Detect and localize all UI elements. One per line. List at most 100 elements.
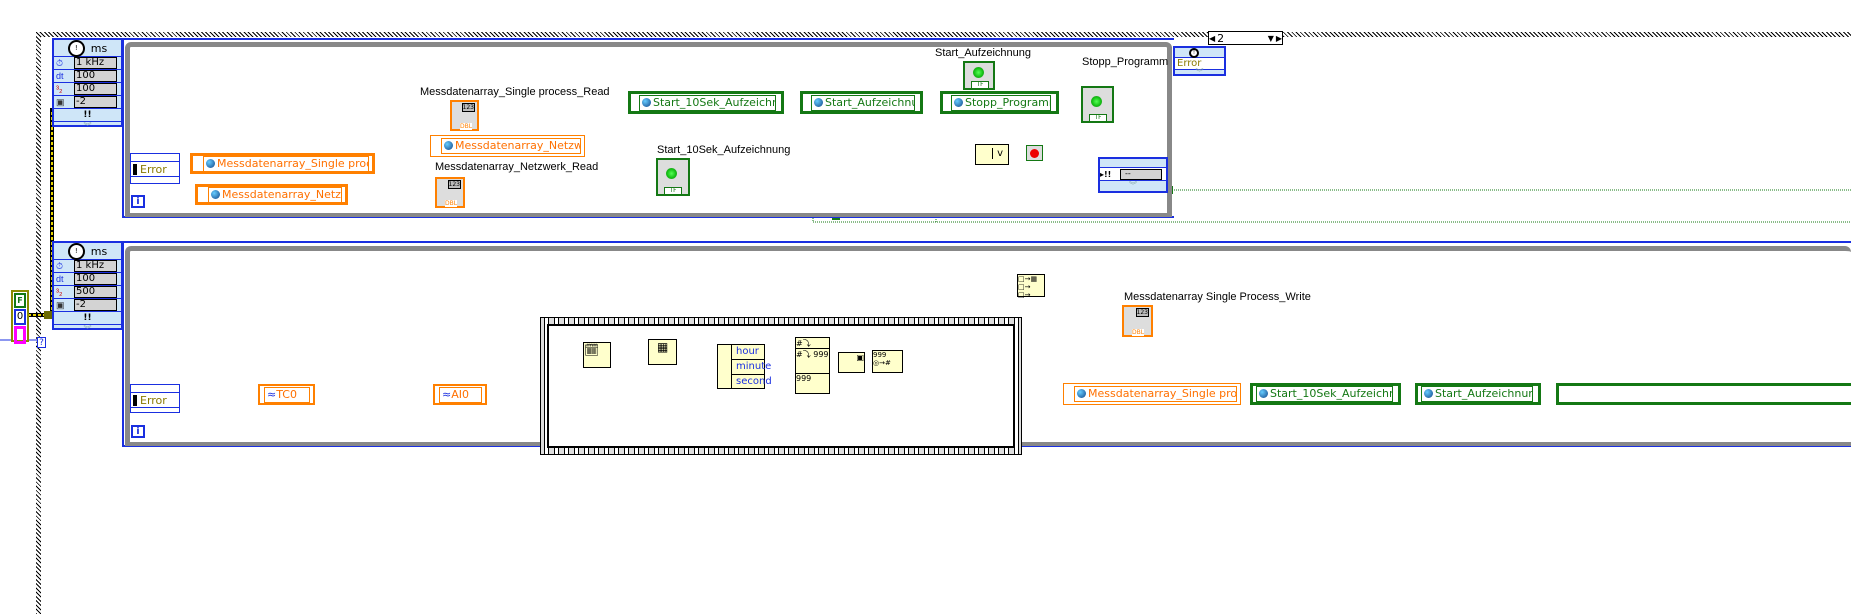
processor-icon: ▣ [56, 299, 65, 310]
timing-source-field[interactable]: 1 kHz [74, 260, 117, 272]
type-label: TF [971, 81, 989, 88]
processor-field[interactable]: -2 [74, 96, 117, 108]
processor-field[interactable]: -2 [74, 299, 117, 311]
unbundle-hour: hour [732, 345, 764, 360]
flat-sequence-inner [547, 324, 1015, 448]
processor-icon: ▣ [56, 96, 65, 107]
calendar-icon: ▦ [657, 340, 669, 354]
tunnel [44, 311, 52, 319]
waveform-icon: ≈ [267, 387, 277, 401]
clock-calendar-icon: 🗓 [584, 343, 600, 357]
get-date-time-node[interactable]: 🗓 [583, 342, 611, 368]
shared-variable-stopp-programm[interactable]: Stopp_Programm [940, 91, 1059, 114]
shared-variable-single-process-write[interactable]: Messdatenarray_Single process [1063, 383, 1241, 405]
shared-variable-cutoff[interactable] [1556, 383, 1851, 405]
scan-value-node[interactable]: 999◎→# [872, 350, 903, 373]
unbundle-second: second [736, 376, 772, 387]
status-field: -- [1120, 168, 1162, 180]
led-start-10sek[interactable]: TF [656, 158, 690, 196]
stop-condition-terminal[interactable] [1026, 145, 1043, 161]
expand-chevron-icon[interactable]: ︾ [1129, 181, 1137, 190]
shared-variable-icon [444, 141, 453, 150]
node-label: Stopp_Programm [965, 95, 1051, 109]
node-label: Messdatenarray_Netzwerk [455, 139, 580, 152]
build-array-node[interactable]: □→▦□→□→ [1017, 274, 1045, 299]
clock-icon: ! [67, 39, 85, 57]
numeric-constant[interactable]: 0 [14, 309, 26, 325]
node-label: Start_10Sek_Aufzeichnung [1270, 387, 1392, 400]
seconds-to-date-node[interactable]: ▦ [648, 339, 677, 365]
shared-variable-icon [1424, 389, 1433, 398]
compound-or-node[interactable]: v [975, 144, 1009, 165]
type-label: DBL [1132, 329, 1145, 336]
expand-chevron-icon[interactable]: ︾ [83, 325, 92, 334]
unknown-tunnel: ? [37, 337, 46, 348]
period-field[interactable]: 100 [74, 273, 117, 285]
concatenate-strings-node[interactable]: ▣ [838, 352, 865, 373]
shared-variable-netzwerk-write[interactable]: Messdatenarray_Netzwerk [430, 135, 585, 157]
indicator-label: Stopp_Programm [1082, 56, 1169, 68]
led-icon [1091, 96, 1102, 107]
shared-variable-start-aufzeichnung-write[interactable]: Start_Aufzeichnung [1415, 383, 1541, 405]
shared-variable-start-10sek[interactable]: Start_10Sek_Aufzeichnung [628, 91, 784, 114]
led-stopp-programm[interactable]: TF [1081, 86, 1114, 123]
unbundle-by-name-node[interactable]: hour minute second [717, 344, 772, 389]
channel-label: AI0 [451, 387, 469, 401]
daq-read-tc0[interactable]: ≈TC0 [258, 384, 315, 405]
indicator-label: Messdatenarray_Single process_Read [420, 86, 610, 98]
top-loop-right-node[interactable]: ! Error ︾ [1173, 46, 1226, 77]
type-label: DBL [445, 200, 458, 207]
priority-icon: ³₂ [56, 84, 63, 94]
node-label: Messdatenarray_Netzwerk [222, 187, 341, 201]
dt-label: dt [56, 71, 64, 81]
shared-variable-start-aufzeichnung[interactable]: Start_Aufzeichnung [800, 91, 923, 114]
or-symbol: v [992, 148, 1003, 159]
dropdown-arrow-icon[interactable]: ▼ [1267, 33, 1274, 43]
led-start-aufzeichnung[interactable]: TF [963, 61, 995, 90]
unit-label: ms [90, 41, 108, 55]
priority-field[interactable]: 100 [74, 83, 117, 95]
daq-read-ai0[interactable]: ≈AI0 [433, 384, 487, 405]
expand-chevron-icon[interactable]: ︾ [1195, 68, 1204, 77]
error-out: Error [1175, 57, 1224, 70]
shared-variable-icon [1259, 389, 1268, 398]
period-field[interactable]: 100 [74, 70, 117, 82]
array-badge: 123 [447, 180, 461, 189]
timer-source-icon: ⏱ [56, 260, 64, 271]
shared-variable-netzwerk-read[interactable]: Messdatenarray_Netzwerk [195, 184, 348, 205]
sequence-frame-selector[interactable]: ◀ 2 ▼ ▶ [1208, 31, 1283, 45]
clock-icon: ! [67, 242, 85, 260]
stop-icon [1030, 149, 1039, 158]
error-row: !! [54, 312, 121, 325]
error-input-node[interactable]: Error [130, 153, 180, 184]
timing-source-field[interactable]: 1 kHz [74, 57, 117, 69]
node-label: Start_10Sek_Aufzeichnung [653, 95, 775, 109]
shared-variable-icon [206, 158, 215, 168]
array-badge: 123 [461, 103, 475, 112]
expand-chevron-icon[interactable]: ︾ [83, 122, 92, 131]
iteration-terminal: i [131, 425, 145, 438]
decrement-arrow-icon[interactable]: ◀ [1209, 33, 1216, 43]
indicator-label: Start_10Sek_Aufzeichnung [657, 144, 791, 156]
shared-variable-icon [211, 189, 220, 199]
priority-field[interactable]: 500 [74, 286, 117, 298]
error-input-node[interactable]: Error [130, 384, 180, 413]
right-data-node[interactable]: ▸!!-- ︾ [1098, 157, 1168, 193]
string-constant[interactable] [14, 326, 26, 344]
increment-arrow-icon[interactable]: ▶ [1275, 33, 1282, 43]
shared-variable-single-process-read[interactable]: Messdatenarray_Single process [190, 153, 375, 174]
priority-icon: ³₂ [56, 287, 63, 297]
dt-label: dt [56, 274, 64, 284]
bool-constant[interactable]: F [14, 293, 26, 308]
indicator-label: Start_Aufzeichnung [935, 47, 1032, 59]
top-timed-loop-frame [122, 38, 1174, 218]
indicator-label: Messdatenarray Single Process_Write [1124, 291, 1311, 303]
iteration-terminal: i [131, 195, 145, 208]
shared-variable-start-10sek-write[interactable]: Start_10Sek_Aufzeichnung [1250, 383, 1401, 405]
